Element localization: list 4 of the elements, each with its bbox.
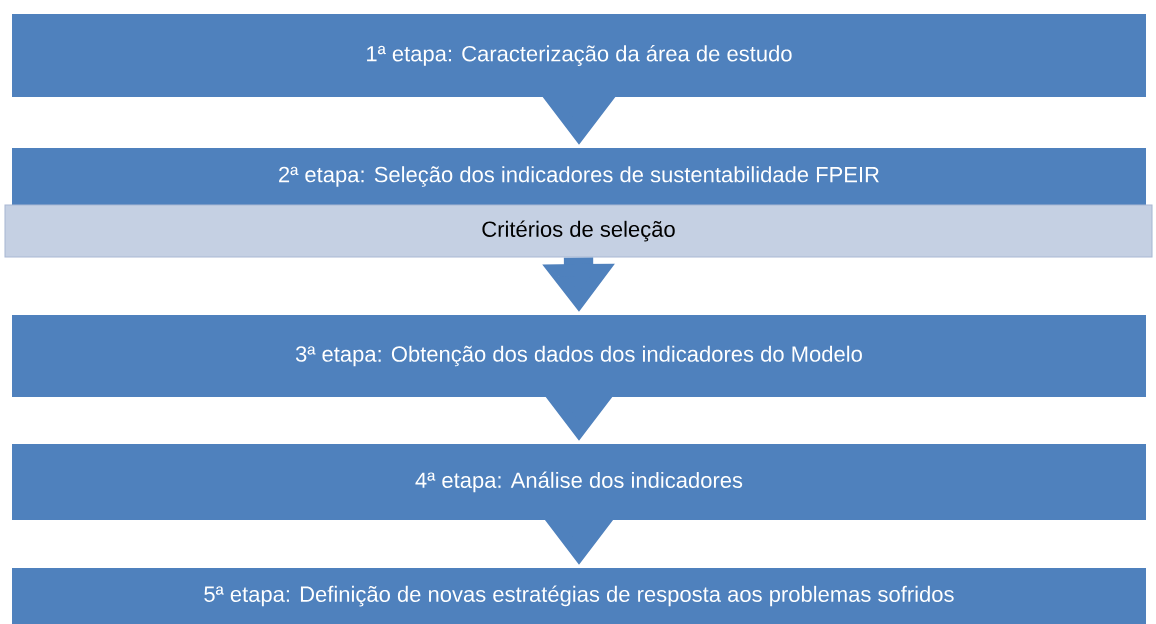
- step-box: 2ª etapa: Seleção dos indicadores de sustentabilidade FPEIR: [12, 148, 1146, 205]
- criteria-band: Critérios de seleção: [4, 204, 1153, 258]
- step-box: 4ª etapa: Análise dos indicadores: [12, 444, 1146, 520]
- step-box: 5ª etapa: Definição de novas estratégias de resposta aos problemas sofridos: [12, 568, 1146, 624]
